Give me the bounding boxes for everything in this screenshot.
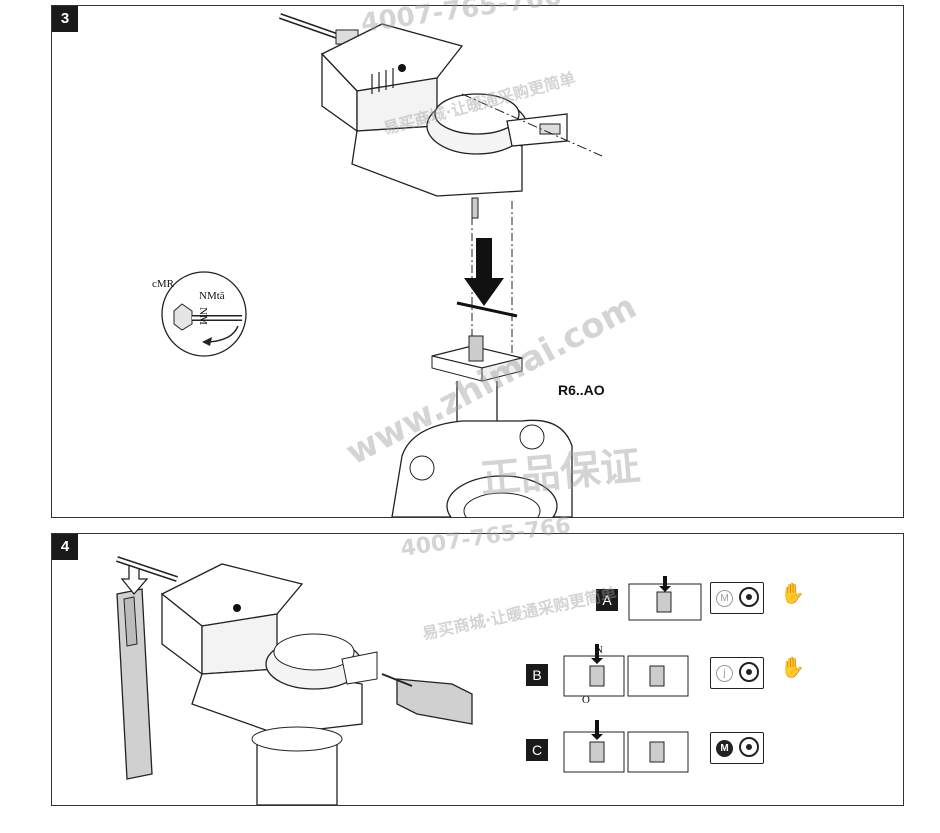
mode-switch: j bbox=[710, 657, 764, 689]
callout-label: cMR bbox=[152, 278, 174, 290]
down-arrow-icon bbox=[464, 238, 504, 306]
detail-callout bbox=[161, 271, 247, 357]
arrow-label: O bbox=[582, 694, 590, 706]
mode-switch: M bbox=[710, 582, 764, 614]
callout-label: NM bbox=[196, 307, 209, 325]
actuator-mounting-illustration bbox=[161, 13, 603, 517]
switch-detail-c bbox=[563, 720, 689, 773]
hand-icon: ✋ bbox=[780, 583, 805, 605]
mode-switch: M bbox=[710, 732, 764, 764]
switch-detail-a bbox=[628, 576, 702, 621]
knob-icon bbox=[739, 587, 759, 607]
knob-icon bbox=[739, 737, 759, 757]
mode-indicator: M bbox=[716, 740, 733, 757]
connector-plug bbox=[396, 678, 473, 725]
mode-indicator: M bbox=[716, 590, 733, 607]
option-b-badge: B bbox=[526, 664, 548, 686]
hand-icon: ✋ bbox=[780, 657, 805, 679]
valve-stem bbox=[468, 335, 484, 362]
callout-label: NMtã bbox=[199, 290, 225, 302]
step-number: 3 bbox=[52, 6, 78, 32]
step-3-panel: 3 bbox=[51, 5, 904, 518]
step-number: 4 bbox=[52, 534, 78, 560]
alignment-line bbox=[461, 93, 603, 157]
mode-indicator: j bbox=[716, 665, 733, 682]
switch-detail-b bbox=[563, 644, 689, 697]
option-a-badge: A bbox=[596, 589, 618, 611]
knob-icon bbox=[739, 662, 759, 682]
valve-model-label: R6..AO bbox=[558, 382, 605, 398]
step-4-panel: 4 A M ✋ B bbox=[51, 533, 904, 806]
manual-override-illustration bbox=[116, 556, 473, 805]
option-c-badge: C bbox=[526, 739, 548, 761]
arrow-label: N bbox=[595, 644, 603, 656]
